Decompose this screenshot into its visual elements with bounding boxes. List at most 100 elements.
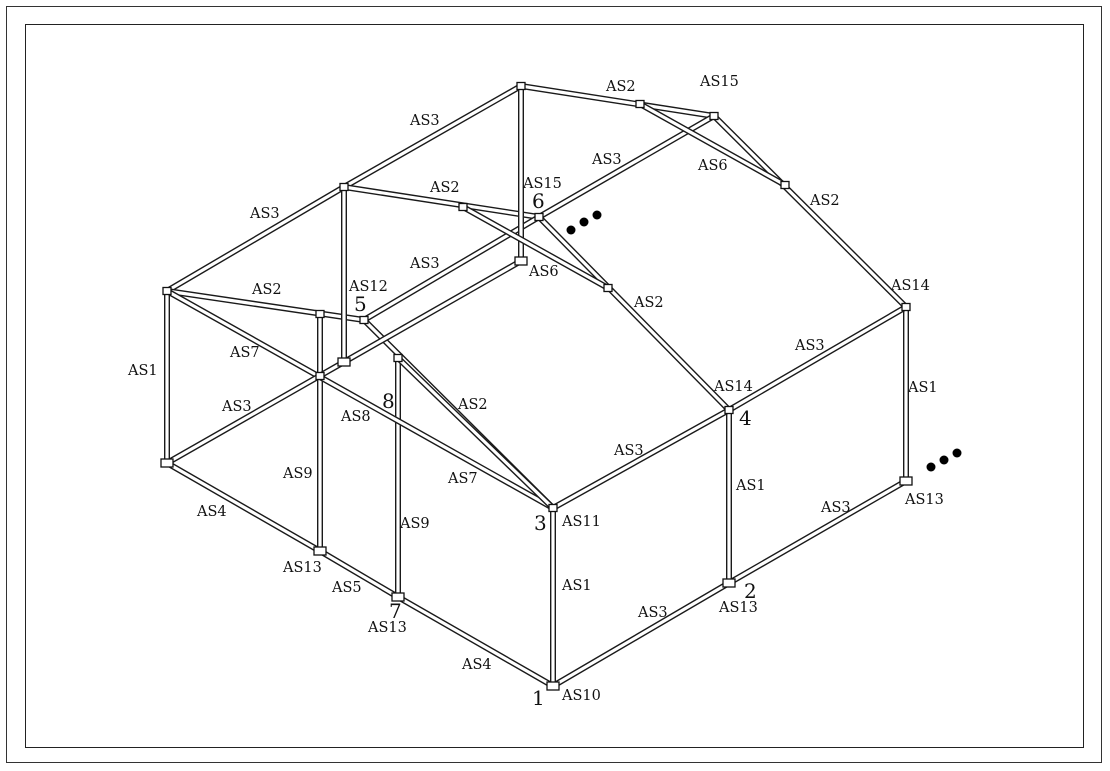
frame-member-core [396, 356, 555, 510]
frame-member-core [552, 408, 730, 510]
member-label: AS4 [196, 504, 227, 520]
joint-connector [315, 309, 325, 319]
member-label: AS4 [461, 657, 492, 673]
member-label: AS8 [340, 409, 371, 425]
member-label: AS13 [904, 492, 944, 508]
member-label: AS3 [820, 500, 851, 516]
member-label: AS7 [229, 345, 260, 361]
member-label: AS14 [713, 379, 753, 395]
node-number: 8 [382, 389, 395, 413]
member-label: AS5 [331, 580, 362, 596]
frame-member-core [728, 479, 907, 585]
node-number: 1 [532, 686, 545, 710]
member-label: AS2 [605, 79, 636, 95]
member-label: AS10 [561, 688, 601, 704]
member-label: AS3 [613, 443, 644, 459]
continuation-dot [926, 462, 936, 472]
frame-member-core [520, 84, 715, 118]
member-label: AS3 [637, 605, 668, 621]
frame-member-core [166, 289, 554, 510]
member-label: AS14 [890, 278, 930, 294]
joint-connector [516, 81, 526, 91]
continuation-dot [566, 225, 576, 235]
drawing-inner-border [25, 24, 1084, 748]
base-plate [391, 592, 405, 602]
frame-member-core [712, 114, 908, 309]
member-label: AS1 [561, 578, 592, 594]
member-label: AS1 [127, 363, 158, 379]
base-plate [337, 357, 351, 367]
member-label: AS13 [367, 620, 407, 636]
member-label: AS9 [282, 466, 313, 482]
member-label: AS3 [794, 338, 825, 354]
member-label: AS2 [251, 282, 282, 298]
frame-member-core [537, 215, 731, 412]
member-label: AS3 [249, 206, 280, 222]
member-label: AS13 [718, 600, 758, 616]
continuation-dot [952, 448, 962, 458]
joint-connector [548, 503, 558, 513]
member-label: AS11 [561, 514, 601, 530]
joint-connector [458, 202, 468, 212]
base-plate [514, 256, 528, 266]
member-label: AS1 [735, 478, 766, 494]
continuation-dot [592, 210, 602, 220]
member-label: AS1 [907, 380, 938, 396]
frame-member-core [319, 549, 399, 599]
joint-connector [709, 111, 719, 121]
member-label: AS7 [447, 471, 478, 487]
frame-member-core [343, 185, 540, 219]
frame-member-core [462, 205, 609, 290]
member-label: AS3 [591, 152, 622, 168]
frame-member-core [343, 259, 522, 364]
frame-joints [160, 81, 913, 691]
node-number: 3 [534, 511, 547, 535]
member-label: AS6 [528, 264, 559, 280]
frame-member-core [538, 114, 715, 219]
continuation-dot [579, 217, 589, 227]
node-numbers: 1 2 3 4 5 6 7 8 [354, 189, 757, 710]
joint-connector [339, 182, 349, 192]
frame-member-core [166, 185, 345, 293]
node-number: 5 [354, 292, 367, 316]
member-label: AS6 [697, 158, 728, 174]
member-label: AS3 [221, 399, 252, 415]
base-plate [313, 546, 327, 556]
node-number: 6 [532, 189, 545, 213]
member-label: AS2 [457, 397, 488, 413]
continuation-dots [566, 210, 962, 472]
joint-connector [359, 315, 369, 325]
frame-member-core [343, 84, 522, 189]
frame-member-core [166, 289, 365, 322]
frame-member-core [639, 102, 786, 187]
base-plate [899, 476, 913, 486]
node-number: 4 [739, 406, 752, 430]
frame-members [164, 83, 909, 689]
member-label: AS2 [633, 295, 664, 311]
joint-connector [162, 286, 172, 296]
frame-member-core [397, 595, 554, 688]
frame-member-core [166, 360, 345, 465]
joint-connector [724, 405, 734, 415]
node-number: 7 [389, 599, 402, 623]
joint-connector [901, 302, 911, 312]
joint-connector [780, 180, 790, 190]
frame-member-core [728, 305, 907, 412]
drawing-outer-border [6, 6, 1102, 763]
member-label: AS15 [699, 74, 739, 90]
member-label: AS12 [348, 279, 388, 295]
frame-member-core [552, 581, 730, 688]
joint-connector [534, 212, 544, 222]
base-plate [722, 578, 736, 588]
member-label: AS15 [522, 176, 562, 192]
base-plate [160, 458, 174, 468]
member-label: AS9 [399, 516, 430, 532]
joint-connector [635, 99, 645, 109]
joint-connector [315, 371, 325, 381]
node-number: 2 [744, 579, 757, 603]
continuation-dot [939, 455, 949, 465]
joint-connector [603, 283, 613, 293]
member-label: AS2 [429, 180, 460, 196]
member-label: AS3 [409, 113, 440, 129]
